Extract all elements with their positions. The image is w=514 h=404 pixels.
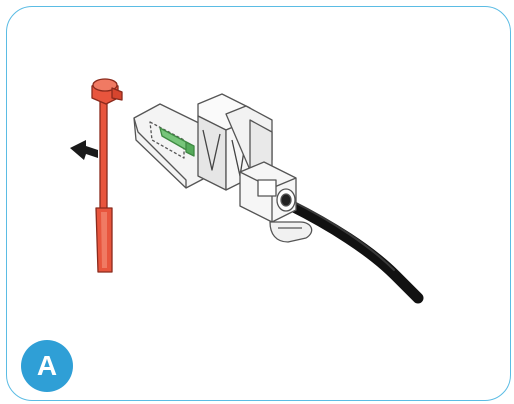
arrow-pull-left-icon: [70, 140, 98, 160]
step-badge: A: [21, 340, 73, 392]
cable: [284, 199, 424, 304]
release-tool: [91, 78, 123, 273]
fiber-connector: [133, 93, 313, 243]
